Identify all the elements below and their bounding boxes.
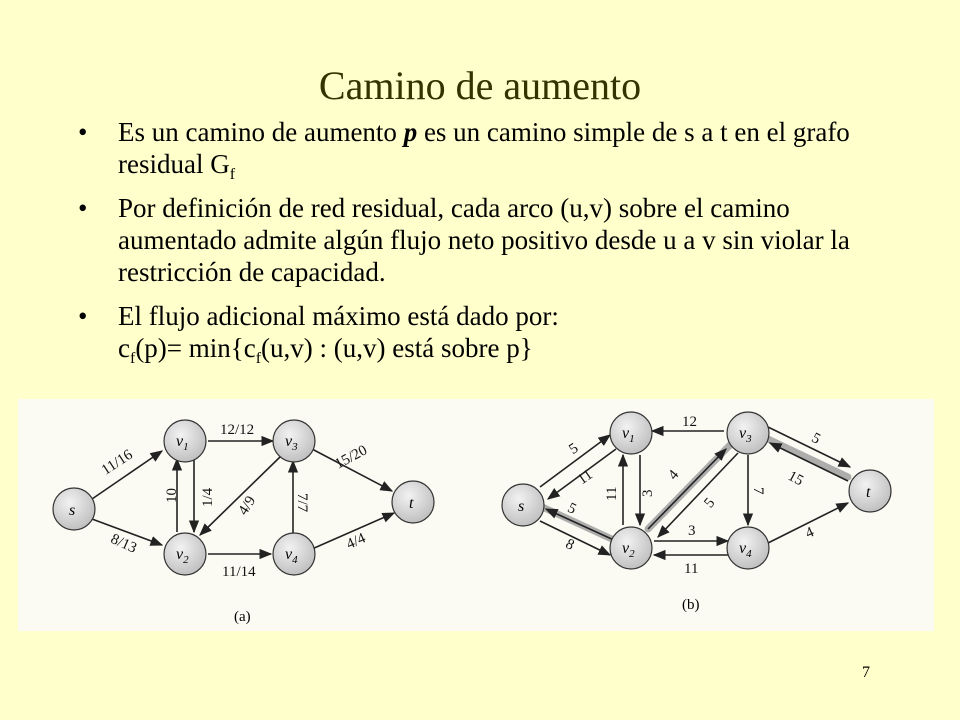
node-b-v2: v2 (609, 526, 653, 570)
svg-text:v1: v1 (176, 433, 189, 453)
label-b-s-v2: 8 (563, 536, 577, 554)
node-b-v1: v1 (609, 411, 653, 455)
flow-network-figure: 11/16 8/13 12/12 10 1/4 4/9 7/7 11/14 15… (18, 399, 934, 631)
bullet-dot: • (78, 117, 88, 147)
svg-text:v3: v3 (739, 425, 752, 445)
edge-b-v2-s (544, 508, 617, 542)
label-b-v1-s: 11 (575, 467, 596, 488)
edge-b-v4-t (767, 502, 850, 544)
edge-b-t-v3 (768, 442, 849, 482)
label-b-v3-v2: 5 (701, 495, 718, 511)
svg-text:v4: v4 (285, 546, 298, 566)
label-a-v3-t: 15/20 (332, 442, 370, 472)
bullet-list: • Es un camino de aumento p es un camino… (78, 116, 908, 376)
flow-network-svg: 11/16 8/13 12/12 10 1/4 4/9 7/7 11/14 15… (52, 411, 892, 625)
edge-b-v1-s (546, 448, 617, 500)
svg-text:v2: v2 (176, 546, 189, 566)
label-b-v1-v2: 3 (640, 490, 656, 498)
svg-text:v4: v4 (739, 540, 752, 560)
svg-text:t: t (866, 484, 871, 501)
edge-a-s-v1 (91, 450, 164, 500)
caption-a: (a) (234, 609, 251, 625)
label-b-s-v1: 5 (566, 440, 581, 458)
label-a-v2-v1: 10 (164, 488, 180, 503)
node-a-t: t (391, 480, 435, 524)
edge-b-v2-v3 (647, 448, 727, 530)
bullet-dot: • (78, 193, 88, 223)
label-a-v4-v3: 7/7 (294, 493, 310, 513)
page-number: 7 (862, 664, 870, 681)
label-b-v2-v3: 4 (665, 467, 682, 483)
label-b-v2-v1: 11 (604, 487, 620, 501)
label-b-v4-t: 4 (803, 524, 817, 542)
label-a-v2-v4: 11/14 (222, 564, 256, 580)
svg-text:v1: v1 (622, 425, 635, 445)
node-a-v4: v4 (272, 532, 316, 576)
label-a-v1-v3: 12/12 (220, 422, 254, 438)
bullet-dot: • (78, 301, 88, 331)
svg-text:s: s (69, 502, 75, 519)
label-b-t-v3: 15 (785, 468, 806, 489)
edge-b-v3-v2 (657, 452, 739, 538)
bullet-2: • Por definición de red residual, cada a… (78, 193, 850, 287)
edge-b-v3-t (767, 426, 852, 468)
svg-text:t: t (409, 495, 414, 512)
caption-b: (b) (682, 597, 700, 613)
label-a-v4-t: 4/4 (344, 530, 368, 553)
edge-b-s-v2 (539, 520, 612, 556)
node-b-v3: v3 (726, 411, 770, 455)
svg-text:s: s (518, 498, 524, 515)
label-a-s-v1: 11/16 (99, 447, 136, 479)
label-b-v3-t: 5 (809, 430, 823, 448)
node-b-s: s (501, 483, 545, 527)
node-b-t: t (848, 469, 892, 513)
label-a-v1-v2: 1/4 (200, 487, 216, 507)
graph-a (91, 435, 396, 560)
svg-text:v2: v2 (622, 540, 635, 560)
edge-a-v4-t (311, 512, 396, 550)
label-b-v2-v4: 3 (688, 523, 696, 539)
edge-b-s-v1 (539, 434, 612, 488)
node-b-v4: v4 (726, 526, 770, 570)
node-a-v3: v3 (272, 419, 316, 463)
edge-a-s-v2 (91, 518, 164, 546)
label-b-v3-v1: 12 (682, 414, 697, 430)
slide-title: Camino de aumento (318, 63, 642, 108)
edge-a-v3-v2 (199, 456, 281, 536)
node-a-s: s (52, 487, 96, 531)
label-b-v3-v4: 7 (750, 487, 766, 495)
node-a-v2: v2 (163, 532, 207, 576)
label-b-v2-s: 5 (565, 500, 579, 518)
bullet-3: • El flujo adicional máximo está dado po… (78, 301, 559, 367)
edge-a-v3-t (311, 448, 394, 492)
graph-b (539, 425, 852, 561)
bullet-1: • Es un camino de aumento p es un camino… (78, 117, 850, 183)
svg-text:v3: v3 (285, 433, 298, 453)
node-a-v1: v1 (163, 419, 207, 463)
label-b-v4-v2: 11 (684, 561, 698, 577)
